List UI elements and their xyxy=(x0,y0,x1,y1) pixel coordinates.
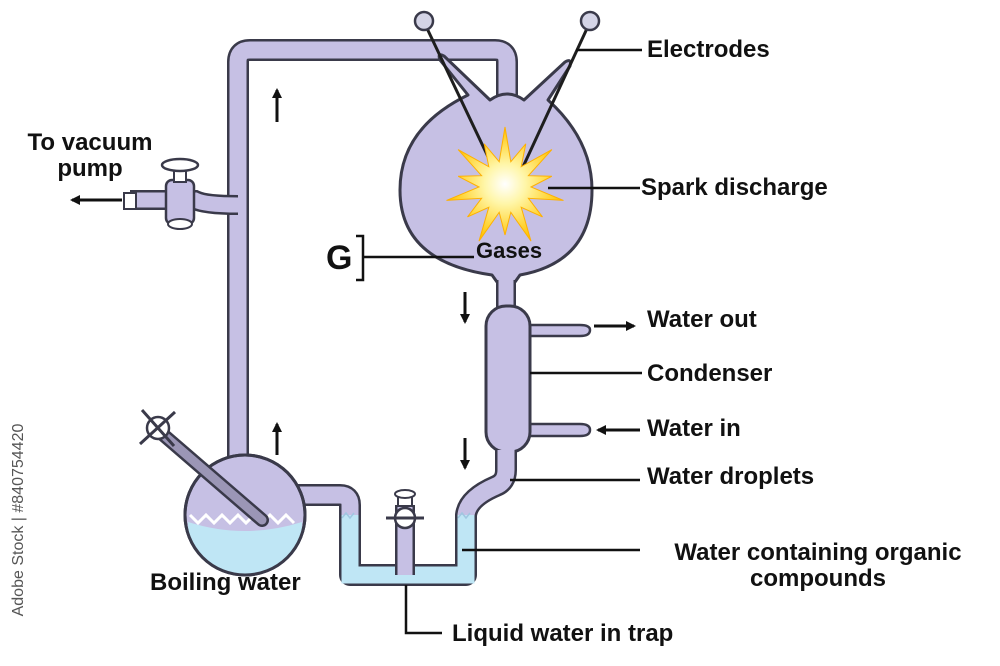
label-vacuum-line2: pump xyxy=(57,155,123,182)
stock-id-text: Adobe Stock | #840754420 xyxy=(10,423,27,617)
label-water-out: Water out xyxy=(647,306,757,333)
leader-trap xyxy=(404,585,442,635)
label-boiling-water: Boiling water xyxy=(150,569,301,596)
spark-discharge-burst xyxy=(446,126,564,242)
label-electrodes: Electrodes xyxy=(647,36,770,63)
label-liquid-water-trap: Liquid water in trap xyxy=(452,620,674,647)
g-bracket xyxy=(356,234,365,282)
label-spark-discharge: Spark discharge xyxy=(641,174,828,201)
return-tube xyxy=(227,39,518,460)
condenser xyxy=(484,304,592,454)
label-water-organic-compounds: Water containing organic compounds xyxy=(640,540,996,592)
label-organic-line2: compounds xyxy=(750,565,886,592)
label-vacuum-line1: To vacuum xyxy=(27,129,153,156)
label-g: G xyxy=(326,239,353,277)
vacuum-valve xyxy=(123,157,239,230)
label-gases: Gases xyxy=(476,238,543,263)
flow-arrows xyxy=(70,88,640,470)
boiling-flask xyxy=(138,409,307,577)
label-water-in: Water in xyxy=(647,415,741,442)
trap-valve xyxy=(386,489,424,575)
stock-watermark: Adobe Stock | #840754420 xyxy=(4,424,34,617)
electrodes xyxy=(413,10,601,183)
label-organic-line1: Water containing organic xyxy=(674,539,962,566)
label-condenser: Condenser xyxy=(647,360,773,387)
electrode-knob-right xyxy=(579,10,601,32)
electrode-knob-left xyxy=(413,10,435,32)
label-water-droplets: Water droplets xyxy=(647,463,815,490)
leader-lines xyxy=(356,48,642,635)
label-to-vacuum-pump: To vacuum pump xyxy=(6,130,174,182)
